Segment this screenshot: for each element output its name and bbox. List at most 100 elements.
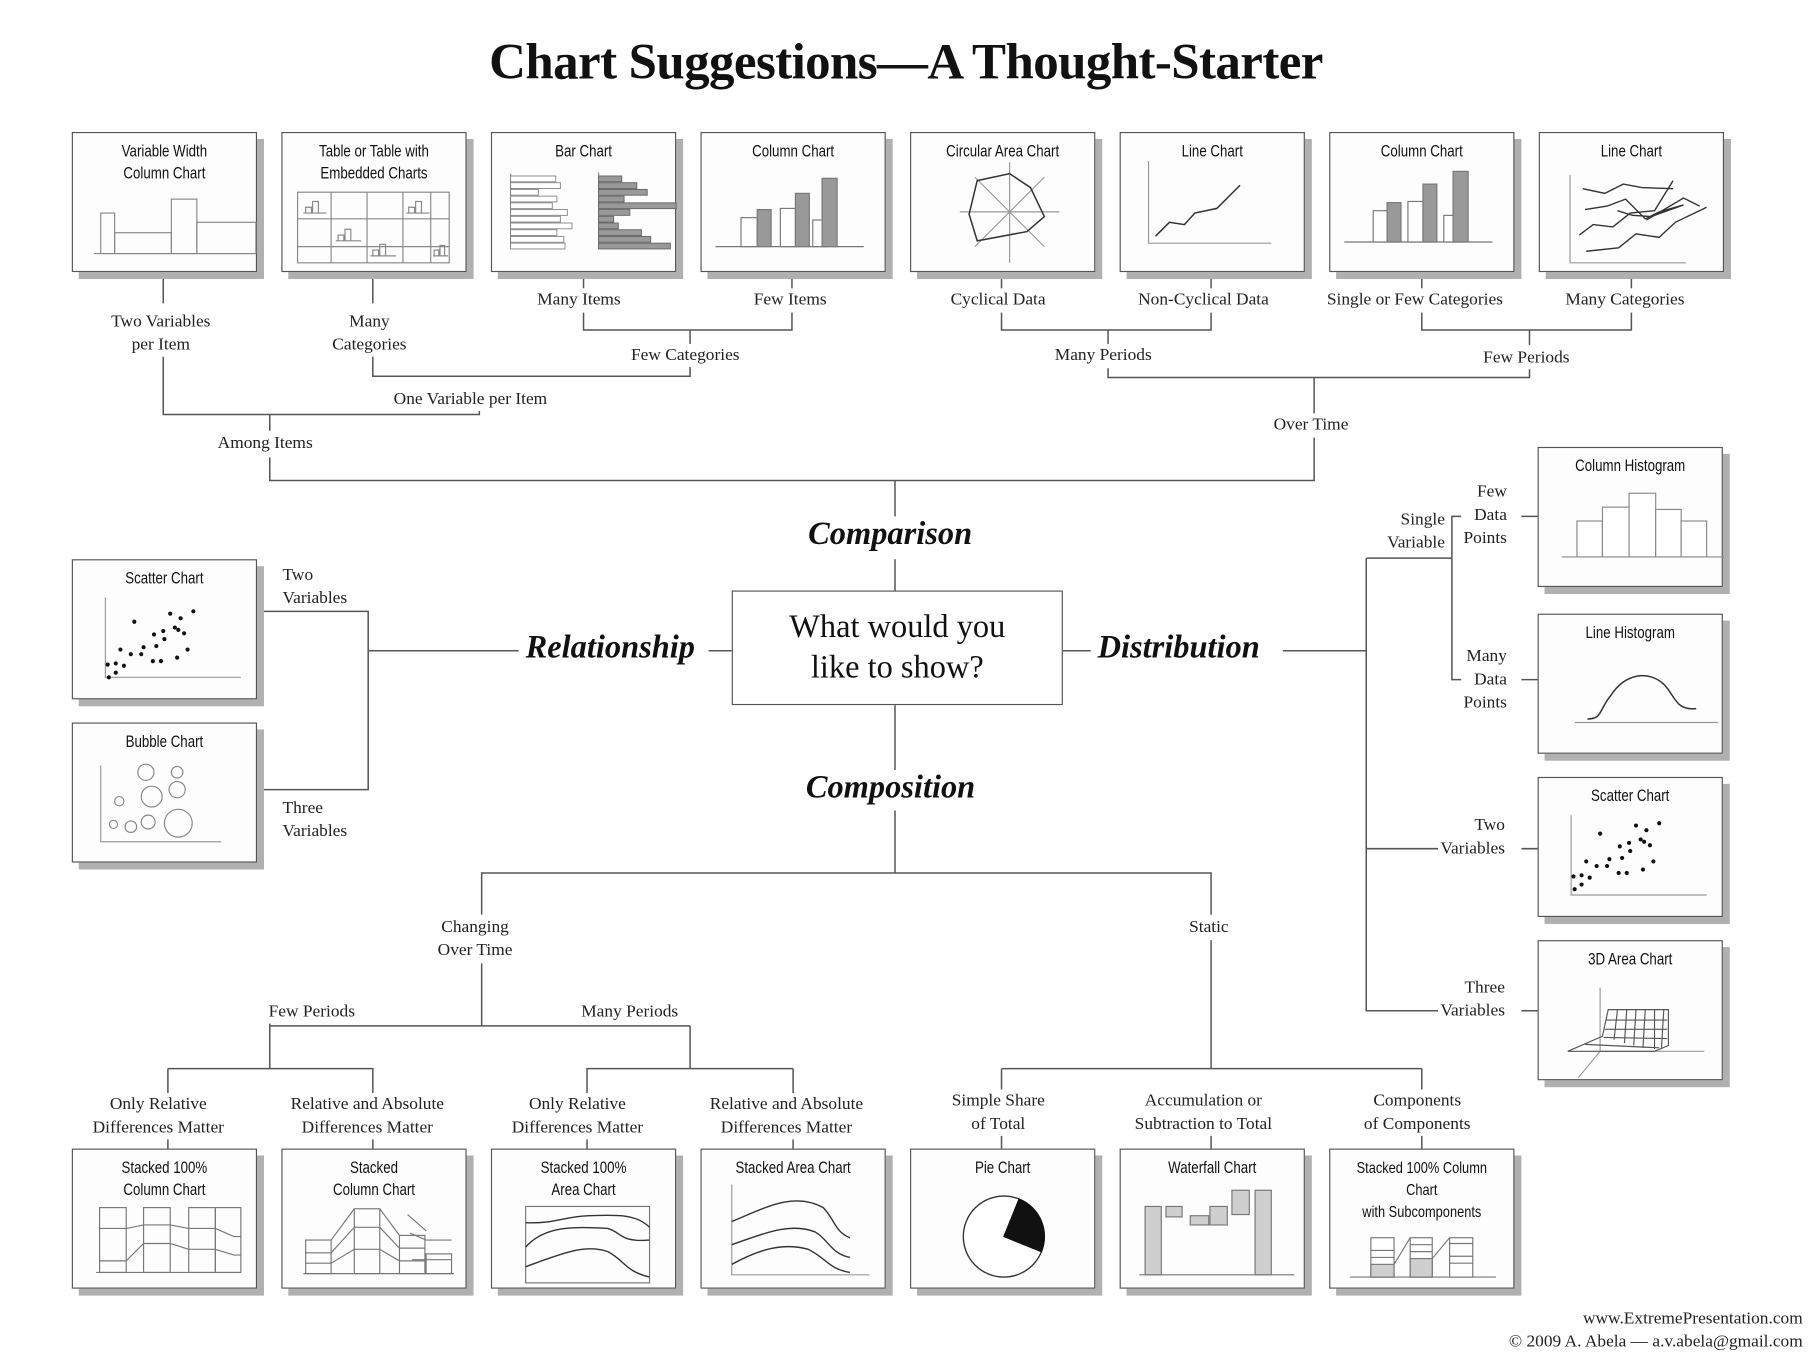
card-title: Column Chart <box>1380 141 1463 160</box>
card-column-histogram[interactable]: Column Histogram <box>1537 446 1725 588</box>
label-many-categories-time: Many Categories <box>1563 288 1687 312</box>
question-line-1: What would you <box>789 609 1006 645</box>
card-title: Column Chart <box>752 141 835 160</box>
variable-width-column-chart-icon <box>93 198 257 255</box>
bar-chart-icon <box>510 172 677 250</box>
card-title: Circular Area Chart <box>946 141 1060 160</box>
card-pie-chart[interactable]: Pie Chart <box>910 1148 1096 1289</box>
card-title: Stacked 100%Column Chart <box>121 1157 208 1199</box>
label-one-variable-per-item: One Variable per Item <box>391 387 550 412</box>
card-title: Stacked 100%Area Chart <box>540 1157 627 1199</box>
label-over-time: Over Time <box>1271 413 1351 437</box>
question-line-2: like to show? <box>810 649 984 686</box>
category-relationship: Relationship <box>518 629 702 667</box>
card-title: Scatter Chart <box>125 568 204 588</box>
category-comparison: Comparison <box>801 516 980 554</box>
line-histogram-icon <box>1574 675 1719 724</box>
footer-website[interactable]: www.ExtremePresentation.com <box>1582 1309 1803 1329</box>
scatter-chart-icon <box>1570 815 1707 896</box>
label-many-periods-comp: Many Periods <box>578 1000 681 1024</box>
card-line-chart-many-categories[interactable]: Line Chart <box>1538 131 1725 273</box>
line-chart-icon <box>1147 160 1272 244</box>
card-bar-chart[interactable]: Bar Chart <box>490 131 677 273</box>
card-title: Stacked Area Chart <box>735 1157 851 1177</box>
page-title: Chart Suggestions—A Thought-Starter <box>489 33 1323 91</box>
card-stacked-100-area-chart[interactable]: Stacked 100%Area Chart <box>490 1148 677 1289</box>
card-stacked-100-column-chart[interactable]: Stacked 100%Column Chart <box>71 1148 258 1289</box>
table-embedded-charts-icon <box>296 191 450 264</box>
card-circular-area-chart[interactable]: Circular Area Chart <box>910 131 1096 273</box>
card-waterfall-chart[interactable]: Waterfall Chart <box>1119 1148 1305 1289</box>
card-scatter-chart-relationship[interactable]: Scatter Chart <box>71 559 258 700</box>
waterfall-chart-icon <box>1139 1189 1295 1276</box>
card-title: Bubble Chart <box>125 731 204 751</box>
label-few-categories: Few Categories <box>628 343 742 368</box>
label-few-periods-comp: Few Periods <box>266 1000 358 1024</box>
label-few-items: Few Items <box>751 288 829 312</box>
card-line-histogram[interactable]: Line Histogram <box>1537 613 1723 754</box>
card-column-chart-few-categories[interactable]: Column Chart <box>1329 131 1515 273</box>
card-title: 3D Area Chart <box>1588 949 1673 968</box>
circular-area-chart-icon <box>959 162 1060 263</box>
center-question-box: What would you like to show? <box>731 590 1063 706</box>
label-among-items: Among Items <box>215 431 316 456</box>
card-scatter-chart-distribution[interactable]: Scatter Chart <box>1537 776 1723 917</box>
label-many-items: Many Items <box>534 288 624 312</box>
stacked-area-chart-icon <box>731 1184 870 1276</box>
column-histogram-icon <box>1561 492 1725 558</box>
card-title: Waterfall Chart <box>1168 1157 1257 1177</box>
card-title: Scatter Chart <box>1591 786 1670 805</box>
card-title: Line Chart <box>1600 141 1663 160</box>
card-title: Bar Chart <box>555 141 612 160</box>
card-3d-area-chart[interactable]: 3D Area Chart <box>1537 940 1723 1081</box>
footer-copyright: © 2009 A. Abela — a.v.abela@gmail.com <box>1508 1332 1803 1352</box>
card-title: Line Chart <box>1181 141 1243 160</box>
card-bubble-chart[interactable]: Bubble Chart <box>71 722 258 863</box>
column-chart-icon <box>1344 170 1493 243</box>
category-composition: Composition <box>798 769 983 808</box>
card-stacked-area-chart[interactable]: Stacked Area Chart <box>700 1148 886 1289</box>
multi-line-chart-icon <box>1569 174 1707 264</box>
category-distribution: Distribution <box>1090 629 1267 667</box>
label-single-or-few-categories: Single or Few Categories <box>1324 288 1506 312</box>
label-few-periods: Few Periods <box>1480 346 1572 370</box>
stacked-100-area-chart-icon <box>525 1205 651 1284</box>
scatter-chart-icon <box>104 597 241 680</box>
card-title: Line Histogram <box>1585 622 1675 642</box>
card-title: Column Histogram <box>1575 456 1686 475</box>
label-static: Static <box>1186 915 1231 939</box>
label-cyclical-data: Cyclical Data <box>948 288 1048 312</box>
bubble-chart-icon <box>100 763 222 843</box>
card-column-chart-few-items[interactable]: Column Chart <box>700 131 886 273</box>
stacked-column-chart-icon <box>303 1208 454 1275</box>
card-title: Pie Chart <box>974 1157 1031 1177</box>
column-chart-icon <box>715 177 864 248</box>
label-many-periods: Many Periods <box>1052 343 1155 368</box>
card-line-chart-non-cyclical[interactable]: Line Chart <box>1119 131 1305 273</box>
